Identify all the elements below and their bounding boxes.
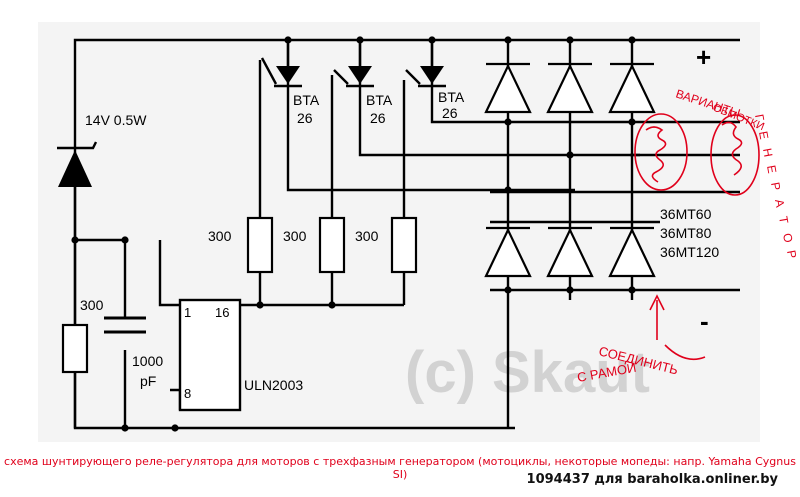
winding-sketch-2 <box>710 114 760 196</box>
resistor-4 <box>390 216 418 274</box>
annotation-generator-letter: Р <box>768 181 783 191</box>
plus-sign: + <box>696 42 711 72</box>
resistor-label-3: 300 <box>283 228 307 244</box>
watermark: (c) Skaut <box>405 340 650 405</box>
junction-dots <box>71 36 636 432</box>
triacs <box>260 40 446 88</box>
annotation-generator-letter: Т <box>776 215 791 225</box>
minus-sign: - <box>700 306 709 336</box>
resistor-label-2: 300 <box>208 228 232 244</box>
capacitor-label-1: 1000 <box>132 353 163 369</box>
diode-bottom-3 <box>608 227 656 278</box>
triac-2-label-a: BTA <box>366 92 393 108</box>
diode-bottom-1 <box>484 227 532 278</box>
listing-id: 1094437 для baraholka.onliner.by <box>526 472 778 487</box>
ic-chip <box>178 298 242 412</box>
triac-2-label-b: 26 <box>370 110 386 126</box>
resistor-2 <box>246 216 274 274</box>
arrow-up <box>649 294 665 340</box>
resistor-label-1: 300 <box>80 297 104 313</box>
zener-diode <box>57 141 98 187</box>
connect-underline <box>664 344 706 361</box>
annotation-generator-letter: Е <box>764 164 779 174</box>
annotation-generator-letter: О <box>780 232 795 244</box>
winding-coil-1 <box>645 126 667 183</box>
resistors <box>61 216 418 374</box>
diode-top-3 <box>608 63 656 114</box>
ic-name: ULN2003 <box>244 377 303 393</box>
caption: схема шунтирующего реле-регулятора для м… <box>4 455 796 481</box>
triac-1 <box>260 40 302 88</box>
diode-model-2: 36MT80 <box>660 225 712 241</box>
resistor-label-4: 300 <box>355 228 379 244</box>
ic-pin-8: 8 <box>184 386 191 401</box>
resistor-1 <box>61 323 89 374</box>
bridge-diodes <box>484 62 656 278</box>
triac-3 <box>405 40 446 88</box>
annotation-generator-letter: Е <box>756 130 771 140</box>
winding-sketch-1 <box>634 113 688 191</box>
annotation-generator-letter: Н <box>760 147 775 158</box>
triac-3-label-b: 26 <box>442 105 458 121</box>
annotation-generator-letter: Р <box>784 249 799 259</box>
zener-label: 14V 0.5W <box>85 112 147 128</box>
triac-1-label-a: BTA <box>293 92 320 108</box>
annotation-drawing <box>634 113 760 361</box>
diode-top-1 <box>484 63 532 114</box>
capacitor <box>104 316 146 334</box>
diode-bottom-2 <box>546 227 594 278</box>
winding-coil-2 <box>721 121 743 176</box>
triac-3-label-a: BTA <box>438 89 465 105</box>
ic-pin-1: 1 <box>184 305 191 320</box>
annotation-generators: ГЕНЕРАТОРОВ <box>752 113 799 259</box>
triac-1-label-b: 26 <box>297 110 313 126</box>
capacitor-label-2: pF <box>140 373 156 389</box>
diode-model-3: 36MT120 <box>660 244 719 260</box>
ic-pin-16: 16 <box>215 305 229 320</box>
triac-2 <box>333 40 374 88</box>
diode-top-2 <box>546 63 594 114</box>
annotation-generator-letter: Г <box>752 113 767 122</box>
annotation-generator-letter: А <box>772 198 787 208</box>
diode-model-1: 36MT60 <box>660 206 712 222</box>
resistor-3 <box>318 216 346 274</box>
